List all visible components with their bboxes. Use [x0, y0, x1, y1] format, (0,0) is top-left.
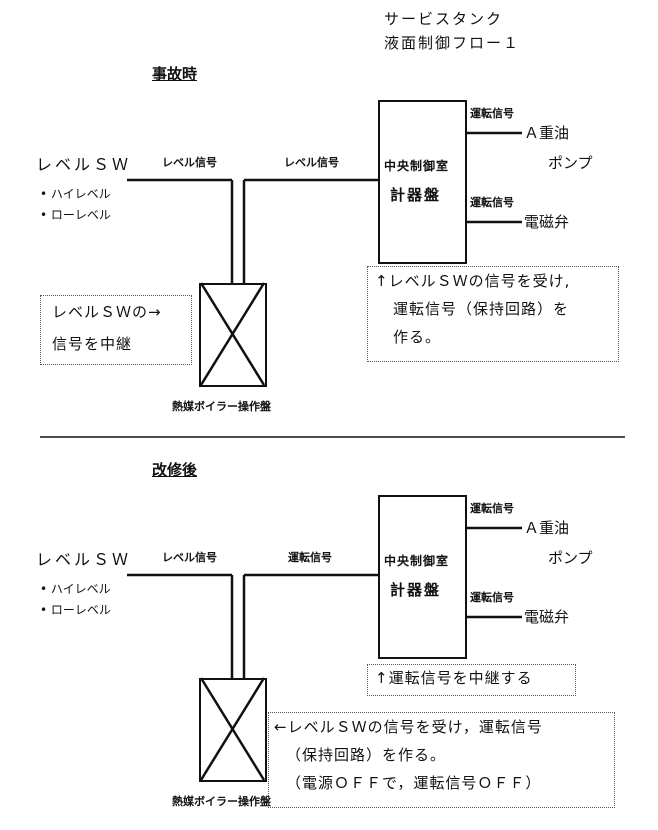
pump-label-1: ポンプ — [548, 154, 593, 172]
boiler-panel-label-1: 熱媒ボイラー操作盤 — [172, 400, 271, 413]
section-title-accident: 事故時 — [152, 65, 198, 83]
heavy-oil-label-1: Ａ重油 — [524, 124, 570, 142]
panel-label-line1-2: 中央制御室 — [384, 554, 450, 568]
header-title-line2: 液面制御フロー１ — [384, 34, 521, 52]
right-note-line1-2: ↑運転信号を中継する — [375, 669, 533, 687]
bullet-low-level-2: • ローレベル — [40, 603, 111, 617]
right-note-box-1 — [367, 266, 619, 362]
boiler-panel-label-2: 熱媒ボイラー操作盤 — [172, 795, 271, 808]
bottom-note-line1-2: ←レベルＳＷの信号を受け，運転信号 — [274, 718, 543, 736]
boiler-panel-2 — [199, 678, 267, 782]
solenoid-valve-label-1: 電磁弁 — [524, 213, 570, 231]
section-title-after-repair: 改修後 — [152, 461, 198, 479]
bullet-high-level-1: • ハイレベル — [40, 187, 111, 201]
bottom-note-line2-2: （保持回路）を作る。 — [286, 746, 447, 764]
signal-label-left-1: レベル信号 — [162, 156, 217, 169]
out-signal-bottom-2: 運転信号 — [470, 591, 514, 604]
right-note-line3-1: 作る。 — [393, 328, 442, 346]
out-signal-top-2: 運転信号 — [470, 502, 514, 515]
signal-label-right-1: レベル信号 — [284, 156, 339, 169]
heavy-oil-label-2: Ａ重油 — [524, 519, 570, 537]
boiler-panel-1 — [199, 283, 267, 387]
signal-label-right-2: 運転信号 — [288, 551, 332, 564]
right-note-line1-1: ↑レベルＳＷの信号を受け, — [375, 272, 571, 290]
central-control-panel-2 — [378, 495, 467, 659]
left-note-box-1 — [40, 295, 192, 365]
header-title-line1: サービスタンク — [384, 10, 504, 28]
out-signal-bottom-1: 運転信号 — [470, 196, 514, 209]
level-sw-label-2: レベルＳＷ — [36, 550, 132, 569]
central-control-panel-1 — [378, 100, 467, 264]
solenoid-valve-label-2: 電磁弁 — [524, 608, 570, 626]
panel-label-line2-1: 計器盤 — [390, 186, 442, 204]
boiler-x-b-2 — [199, 677, 266, 781]
panel-label-line2-2: 計器盤 — [390, 581, 442, 599]
signal-label-left-2: レベル信号 — [162, 551, 217, 564]
out-signal-top-1: 運転信号 — [470, 107, 514, 120]
right-note-line2-1: 運転信号（保持回路）を — [393, 300, 570, 318]
bullet-high-level-2: • ハイレベル — [40, 582, 111, 596]
panel-label-line1-1: 中央制御室 — [384, 159, 450, 173]
bullet-low-level-1: • ローレベル — [40, 208, 111, 222]
boiler-x-b-1 — [199, 282, 266, 386]
bottom-note-box-2 — [268, 712, 615, 808]
level-sw-label-1: レベルＳＷ — [36, 155, 132, 174]
left-note-line2-1: 信号を中継 — [52, 335, 133, 353]
left-note-line1-1: レベルＳＷの→ — [52, 303, 162, 321]
pump-label-2: ポンプ — [548, 549, 593, 567]
right-note-box-2 — [367, 664, 576, 696]
bottom-note-line3-2: （電源ＯＦＦで，運転信号ＯＦＦ） — [286, 774, 542, 792]
